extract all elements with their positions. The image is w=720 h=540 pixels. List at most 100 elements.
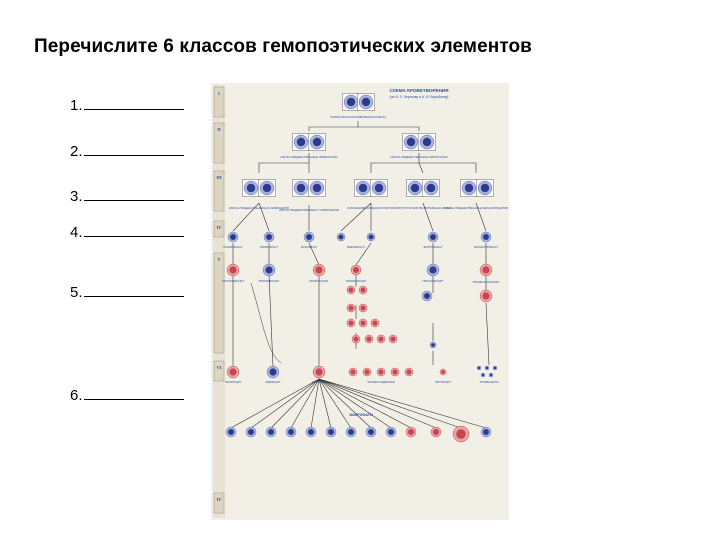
- cell-nucleus: [312, 137, 322, 147]
- cell-nucleus: [493, 366, 497, 370]
- cell-nucleus: [430, 234, 436, 240]
- answer-blank-2[interactable]: 2.: [70, 141, 184, 160]
- cell-nucleus: [482, 266, 490, 274]
- cell-nucleus: [360, 320, 366, 326]
- cell-layer: [225, 93, 498, 443]
- cell-nucleus: [408, 429, 414, 435]
- cell-nucleus: [426, 183, 436, 193]
- cell-label-promyelocyte: ПРОМИЕЛОЦИТ: [346, 279, 367, 283]
- cell-nucleus: [410, 183, 420, 193]
- cell-nucleus: [229, 368, 237, 376]
- answer-line[interactable]: [83, 186, 184, 201]
- cell-nucleus: [306, 234, 312, 240]
- answer-line[interactable]: [83, 95, 184, 110]
- cell-label-lymphocyte: ЛИМФОЦИТ: [265, 380, 280, 384]
- cell-nucleus: [456, 429, 466, 439]
- blank-number: 2.: [70, 143, 83, 160]
- cell-nucleus: [296, 137, 306, 147]
- cell-nucleus: [348, 305, 354, 311]
- blank-number: 1.: [70, 97, 83, 114]
- cell-nucleus: [246, 183, 256, 193]
- blank-number: 5.: [70, 284, 83, 301]
- cell-nucleus: [364, 369, 370, 375]
- class-box: [213, 122, 225, 164]
- class-numeral: II: [217, 127, 221, 132]
- cell-nucleus: [477, 366, 481, 370]
- cell-nucleus: [230, 234, 236, 240]
- cell-labels: ПОЛИПОТЕНТНАЯ КРОВЕТВОРНАЯ КЛЕТКАКЛЕТКА-…: [222, 115, 508, 384]
- answer-blank-3[interactable]: 3.: [70, 186, 184, 205]
- scheme-heading-authors: (по И. Л. Черткову и А. И. Воробьеву): [390, 95, 449, 99]
- answer-line[interactable]: [83, 385, 184, 400]
- answer-blank-6[interactable]: 6.: [70, 385, 184, 404]
- class-numeral: I: [218, 91, 220, 96]
- blank-number: 6.: [70, 387, 83, 404]
- cell-nucleus: [485, 366, 489, 370]
- cell-label-myelo-progenitor: КЛЕТКА-ПРЕДШЕСТВЕННИЦА МИЕЛОПОЭЗА: [390, 155, 447, 159]
- cell-nucleus: [248, 429, 254, 435]
- cell-label-thrombocytes: ТРОМБОЦИТЫ: [480, 380, 499, 384]
- cell-label-b-precursor: КЛЕТКА-ПРЕДШЕСТВЕННИЦА В-ЛИМФОЦИТОВ: [229, 206, 289, 210]
- class-numeral: V: [217, 257, 221, 262]
- cell-label-mega-precursor: КЛЕТКА-ПРЕДШЕСТВЕННИЦА МЕГАКАРИОЦИТОВ: [444, 206, 508, 210]
- cell-label-t-precursor: КЛЕТКА-ПРЕДШЕСТВЕННИЦА Т-ЛИМФОЦИТОВ: [279, 208, 339, 212]
- cell-label-monoblast: МОНОБЛАСТ: [301, 245, 318, 249]
- cell-nucleus: [328, 429, 334, 435]
- cell-nucleus: [262, 183, 272, 193]
- cell-label-erythrocyte: ЭРИТРОЦИТ: [435, 380, 452, 384]
- cell-label-promegakaryocyte: ПРОМЕГАКАРИОЦИТ: [473, 280, 500, 284]
- cell-nucleus: [368, 234, 374, 240]
- class-numeral: IV: [216, 497, 222, 502]
- cell-nucleus: [353, 267, 359, 273]
- class-box: [213, 170, 225, 212]
- cell-nucleus: [338, 234, 344, 240]
- answer-blank-4[interactable]: 4.: [70, 222, 184, 241]
- cell-label-erythroblast: ЭРИТРОБЛАСТ: [423, 245, 443, 249]
- answer-line[interactable]: [83, 141, 184, 156]
- cell-label-proplasmocyte: ПРОПЛАЗМОЦИТ: [222, 279, 244, 283]
- scheme-heading: СХЕМА КРОВЕТВОРЕНИЯ: [389, 88, 448, 93]
- cell-nucleus: [422, 137, 432, 147]
- cell-nucleus: [360, 287, 366, 293]
- cell-nucleus: [368, 429, 374, 435]
- cell-nucleus: [348, 287, 354, 293]
- cell-nucleus: [481, 373, 485, 377]
- cell-label-lymphoblast: ЛИМФОБЛАСТ: [260, 245, 279, 249]
- cell-nucleus: [392, 369, 398, 375]
- cell-label-promonocyte: ПРОМОНОЦИТ: [310, 279, 329, 283]
- cell-label-monocyte: МОНОЦИТ: [312, 380, 326, 384]
- class-box: [213, 220, 225, 238]
- answer-blank-1[interactable]: 1.: [70, 95, 184, 114]
- cell-nucleus: [308, 429, 314, 435]
- class-box: [213, 492, 225, 514]
- cell-nucleus: [433, 429, 439, 435]
- class-numeral: VI: [216, 365, 221, 370]
- cell-nucleus: [268, 429, 274, 435]
- cell-label-plasmoblast: ПЛАЗМОБЛАСТ: [223, 245, 243, 249]
- cell-nucleus: [346, 97, 356, 107]
- cell-nucleus: [441, 370, 445, 374]
- answer-line[interactable]: [83, 282, 184, 297]
- cell-nucleus: [388, 429, 394, 435]
- cell-nucleus: [266, 234, 272, 240]
- cell-nucleus: [229, 266, 237, 274]
- class-box: [213, 86, 225, 118]
- cell-label-plasmocyte: ПЛАЗМОЦИТ: [225, 380, 242, 384]
- cell-label-lymph-progenitor: КЛЕТКА-ПРЕДШЕСТВЕННИЦА ЛИМФОПОЭЗА: [280, 155, 338, 159]
- cell-label-segmented: СЕГМЕНТОЯДЕРНЫЕ: [367, 380, 394, 384]
- cell-nucleus: [464, 183, 474, 193]
- cell-nucleus: [482, 292, 490, 300]
- cell-nucleus: [358, 183, 368, 193]
- answer-blank-5[interactable]: 5.: [70, 282, 184, 301]
- class-numeral: IV: [216, 225, 222, 230]
- blank-number: 4.: [70, 224, 83, 241]
- class-box: [213, 360, 225, 382]
- cell-nucleus: [269, 368, 277, 376]
- blank-number: 3.: [70, 188, 83, 205]
- cell-label-myeloblast: МИЕЛОБЛАСТ: [347, 245, 365, 249]
- answer-line[interactable]: [83, 222, 184, 237]
- cell-nucleus: [228, 429, 234, 435]
